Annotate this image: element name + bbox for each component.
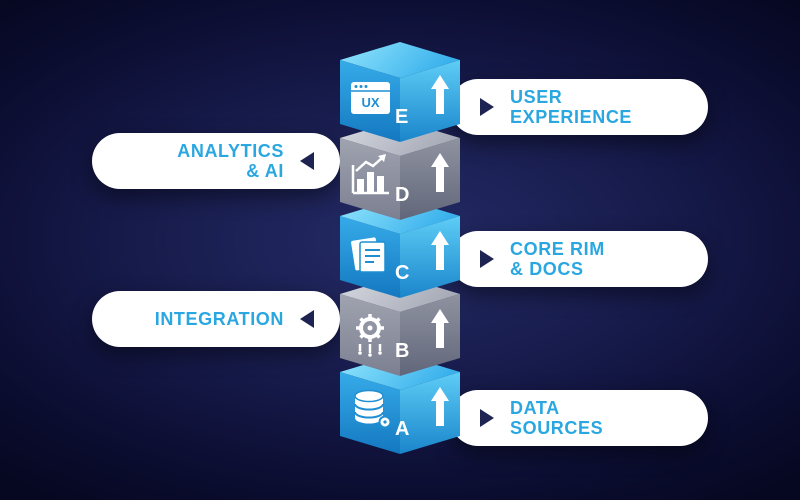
pill-label-line: ANALYTICS — [177, 141, 284, 161]
pointer-triangle-icon — [300, 310, 314, 328]
pill-label-line: INTEGRATION — [154, 309, 284, 329]
up-arrow-icon — [431, 231, 449, 270]
pointer-triangle-icon — [480, 409, 494, 427]
database-icon — [354, 389, 392, 429]
pill-label: ANALYTICS & AI — [177, 141, 284, 181]
ux-browser-icon: UX — [351, 82, 390, 114]
pill-label: DATA SOURCES — [510, 398, 603, 438]
label-pill-integration: INTEGRATION — [92, 291, 340, 347]
pill-label-line: EXPERIENCE — [510, 107, 633, 127]
svg-text:UX: UX — [361, 95, 379, 110]
analytics-chart-icon — [351, 154, 389, 195]
up-arrow-icon — [431, 75, 449, 114]
pill-label-line: SOURCES — [510, 418, 604, 438]
cube-letter: C — [395, 262, 410, 284]
label-pill-data-sources: DATA SOURCES — [450, 390, 708, 446]
pill-label-line: DATA — [510, 398, 560, 418]
layer-cube-e: UX E — [340, 42, 460, 142]
documents-icon — [351, 237, 386, 273]
cube-letter: B — [395, 340, 410, 362]
cube-letter: E — [395, 106, 409, 128]
up-arrow-icon — [431, 153, 449, 192]
pointer-triangle-icon — [300, 152, 314, 170]
cube-letter: A — [395, 418, 410, 440]
pill-label-line: & AI — [246, 161, 284, 181]
pill-label-line: USER — [510, 87, 563, 107]
label-pill-core-rim-docs: CORE RIM & DOCS — [450, 231, 708, 287]
pointer-triangle-icon — [480, 98, 494, 116]
pill-label-line: & DOCS — [510, 259, 584, 279]
label-pill-user-experience: USER EXPERIENCE — [450, 79, 708, 135]
up-arrow-icon — [431, 309, 449, 348]
up-arrow-icon — [431, 387, 449, 426]
integration-gear-icon — [356, 314, 384, 357]
label-pill-analytics-ai: ANALYTICS & AI — [92, 133, 340, 189]
pill-label: CORE RIM & DOCS — [510, 239, 605, 279]
pill-label: USER EXPERIENCE — [510, 87, 632, 127]
pointer-triangle-icon — [480, 250, 494, 268]
pill-label: INTEGRATION — [155, 309, 284, 329]
cube-letter: D — [395, 184, 410, 206]
pill-label-line: CORE RIM — [510, 239, 605, 259]
